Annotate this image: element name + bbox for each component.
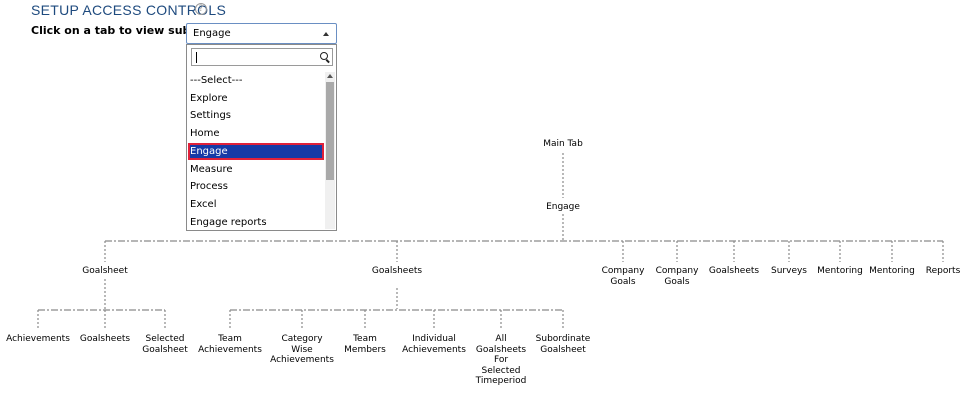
tree-node-line: All [495, 334, 507, 344]
tree-node-line: Wise [291, 344, 313, 355]
tree-level1-node: Reports [926, 266, 960, 277]
tree-level1-node: Mentoring [817, 266, 863, 277]
tree-node-line: Reports [925, 266, 960, 276]
dropdown-scrollbar[interactable] [325, 72, 335, 229]
page-title: SETUP ACCESS CONTROLS [31, 2, 227, 18]
dropdown-option[interactable]: Engage reports [190, 216, 267, 228]
tree-level1-node: Mentoring [869, 266, 915, 277]
tree-node-line: Achievements [198, 344, 262, 355]
tree-node-line: Company [655, 266, 699, 276]
tab-select-label: Click on a tab to view sub-tabs: [31, 24, 227, 37]
dropdown-option[interactable]: Explore [190, 92, 228, 104]
tree-node-line: Goalsheet [540, 344, 586, 355]
caret-up-icon[interactable] [323, 32, 329, 36]
dropdown-option[interactable]: Settings [190, 110, 232, 122]
tab-select-value: Engage [193, 28, 231, 39]
tree-node-line: Team [218, 334, 242, 344]
tree-level1-node: Goalsheet [82, 266, 128, 277]
tree-node-line: Subordinate [535, 334, 591, 344]
tree-level1-node: Goalsheets [709, 266, 759, 277]
tree-node-line: Achievements [6, 334, 70, 344]
tree-root-node: Main Tab [543, 139, 583, 149]
dropdown-option[interactable]: Process [190, 181, 228, 193]
tree-node-line: Achievements [270, 355, 334, 365]
dropdown-option[interactable]: Measure [190, 163, 233, 175]
tree-node-line: Mentoring [817, 266, 863, 276]
dropdown-option[interactable]: Home [190, 128, 220, 140]
tree-node-line: Goalsheets [708, 266, 760, 276]
tree-node-line: Goalsheets [79, 334, 131, 344]
scroll-thumb[interactable] [326, 82, 334, 180]
tree-node-line: Selected [481, 365, 521, 376]
tree-node-line: Goals [610, 276, 636, 287]
scroll-up-icon[interactable] [327, 74, 333, 78]
tab-select[interactable]: Engage [186, 23, 337, 44]
tree-node-line: Selected [145, 334, 185, 344]
tree-level2-node: Goalsheets [80, 334, 130, 345]
tree-node-line: Individual [412, 334, 456, 344]
tree-level1-node: Surveys [771, 266, 807, 277]
tree-node-line: Goalsheet [142, 344, 188, 355]
tree-node-line: Achievements [402, 344, 466, 355]
tree-node-line: For [493, 355, 509, 365]
help-icon[interactable]: ? [195, 3, 207, 15]
tree-node-line: Team [353, 334, 377, 344]
tree-node-line: Surveys [771, 266, 807, 276]
dropdown-option[interactable]: Engage [188, 142, 324, 160]
tree-level2-node: Achievements [6, 334, 70, 345]
text-cursor [196, 52, 197, 63]
tree-node-line: Goalsheet [82, 266, 128, 276]
dropdown-option[interactable]: Excel [190, 198, 217, 210]
tree-node-line: Members [344, 344, 386, 355]
tree-node-line: Company [601, 266, 645, 276]
tree-node-line: Goalsheets [371, 266, 423, 276]
tree-node-line: Goals [664, 276, 690, 287]
dropdown-search-input[interactable] [191, 48, 333, 66]
tree-node-line: Goalsheets [475, 344, 527, 355]
tree-node-line: Timeperiod [475, 376, 527, 386]
search-icon [320, 52, 328, 60]
tree-tab-node: Engage [546, 202, 580, 212]
tree-node-line: Mentoring [869, 266, 915, 276]
tree-level1-node: Goalsheets [372, 266, 422, 277]
tree-node-line: Category [281, 334, 323, 344]
dropdown-option[interactable]: ---Select--- [190, 75, 243, 86]
